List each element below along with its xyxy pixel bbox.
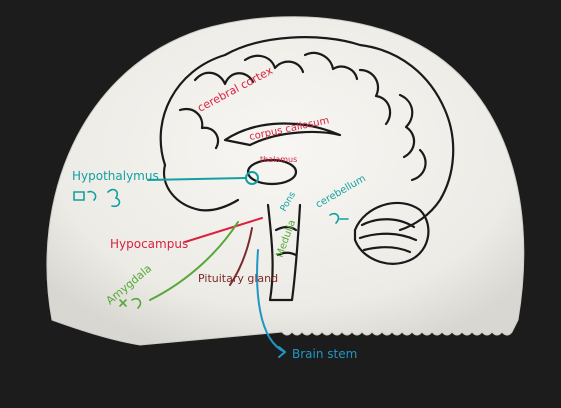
label-brain-stem: Brain stem [292, 347, 357, 361]
label-hypothalamus: Hypothalymus [72, 169, 159, 183]
label-hypocampus: Hypocampus [110, 237, 188, 251]
label-pituitary-gland: Pituitary gland [198, 272, 278, 285]
label-thalamus: thalamus [260, 155, 297, 164]
